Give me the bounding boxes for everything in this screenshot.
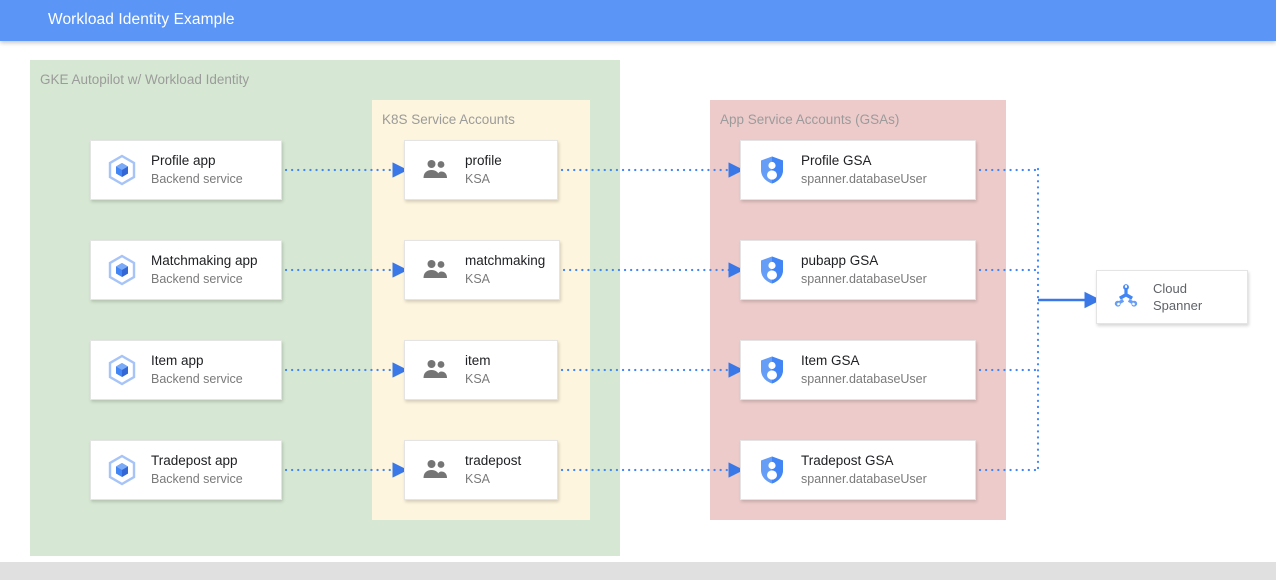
node-title: Profile GSA: [801, 153, 872, 168]
iam-shield-person-icon: [755, 153, 789, 187]
node-gsa-item[interactable]: Item GSA spanner.databaseUser: [740, 340, 976, 400]
node-app-matchmaking[interactable]: Matchmaking app Backend service: [90, 240, 282, 300]
node-subtitle: Backend service: [151, 272, 243, 286]
node-title: Item app: [151, 353, 204, 368]
node-subtitle: spanner.databaseUser: [801, 172, 927, 186]
people-group-icon: [419, 253, 453, 287]
bottom-status-band: [0, 562, 1276, 580]
node-text: Item app Backend service: [151, 351, 243, 389]
node-subtitle: Backend service: [151, 372, 243, 386]
node-title: item: [465, 353, 491, 368]
node-subtitle: Backend service: [151, 172, 243, 186]
node-text: Profile app Backend service: [151, 151, 243, 189]
node-ksa-matchmaking[interactable]: matchmaking KSA: [404, 240, 560, 300]
node-title: Tradepost app: [151, 453, 238, 468]
node-title: Profile app: [151, 153, 216, 168]
iam-shield-person-icon: [755, 353, 789, 387]
cloud-spanner-icon: [1109, 280, 1143, 314]
node-title-line2: Spanner: [1153, 298, 1203, 313]
people-group-icon: [419, 353, 453, 387]
gke-app-icon: [105, 453, 139, 487]
window-title: Workload Identity Example: [48, 11, 235, 28]
node-text: Tradepost GSA spanner.databaseUser: [801, 451, 927, 489]
node-text: pubapp GSA spanner.databaseUser: [801, 251, 927, 289]
node-cloud-spanner[interactable]: Cloud Spanner: [1096, 270, 1248, 324]
people-group-icon: [419, 453, 453, 487]
node-title: pubapp GSA: [801, 253, 879, 268]
node-subtitle: spanner.databaseUser: [801, 272, 927, 286]
iam-shield-person-icon: [755, 253, 789, 287]
iam-shield-person-icon: [755, 453, 789, 487]
node-subtitle: spanner.databaseUser: [801, 372, 927, 386]
gke-app-icon: [105, 353, 139, 387]
node-gsa-tradepost[interactable]: Tradepost GSA spanner.databaseUser: [740, 440, 976, 500]
group-gke-label: GKE Autopilot w/ Workload Identity: [40, 72, 250, 87]
node-title: profile: [465, 153, 502, 168]
node-text: Profile GSA spanner.databaseUser: [801, 151, 927, 189]
node-title: Matchmaking app: [151, 253, 258, 268]
node-ksa-item[interactable]: item KSA: [404, 340, 558, 400]
node-subtitle: spanner.databaseUser: [801, 472, 927, 486]
group-gsa-label: App Service Accounts (GSAs): [720, 112, 900, 127]
node-text: matchmaking KSA: [465, 251, 545, 289]
gke-app-icon: [105, 253, 139, 287]
node-subtitle: KSA: [465, 172, 491, 186]
node-title: Item GSA: [801, 353, 860, 368]
node-subtitle: Backend service: [151, 472, 243, 486]
node-app-tradepost[interactable]: Tradepost app Backend service: [90, 440, 282, 500]
node-title: Tradepost GSA: [801, 453, 894, 468]
group-ksa-label: K8S Service Accounts: [382, 112, 515, 127]
node-text: Tradepost app Backend service: [151, 451, 243, 489]
node-text: Item GSA spanner.databaseUser: [801, 351, 927, 389]
node-text: profile KSA: [465, 151, 502, 189]
node-app-item[interactable]: Item app Backend service: [90, 340, 282, 400]
diagram-canvas: GKE Autopilot w/ Workload Identity K8S S…: [0, 41, 1276, 562]
node-subtitle: KSA: [465, 372, 491, 386]
people-group-icon: [419, 153, 453, 187]
node-ksa-tradepost[interactable]: tradepost KSA: [404, 440, 558, 500]
node-title-line1: Cloud: [1153, 281, 1187, 296]
node-text: Matchmaking app Backend service: [151, 251, 258, 289]
node-ksa-profile[interactable]: profile KSA: [404, 140, 558, 200]
node-gsa-profile[interactable]: Profile GSA spanner.databaseUser: [740, 140, 976, 200]
node-subtitle: KSA: [465, 472, 491, 486]
node-app-profile[interactable]: Profile app Backend service: [90, 140, 282, 200]
window-title-bar: Workload Identity Example: [0, 0, 1276, 41]
node-gsa-pubapp[interactable]: pubapp GSA spanner.databaseUser: [740, 240, 976, 300]
node-text: Cloud Spanner: [1153, 280, 1202, 314]
node-text: tradepost KSA: [465, 451, 521, 489]
node-text: item KSA: [465, 351, 491, 389]
node-subtitle: KSA: [465, 272, 491, 286]
node-title: tradepost: [465, 453, 522, 468]
gke-app-icon: [105, 153, 139, 187]
node-title: matchmaking: [465, 253, 546, 268]
